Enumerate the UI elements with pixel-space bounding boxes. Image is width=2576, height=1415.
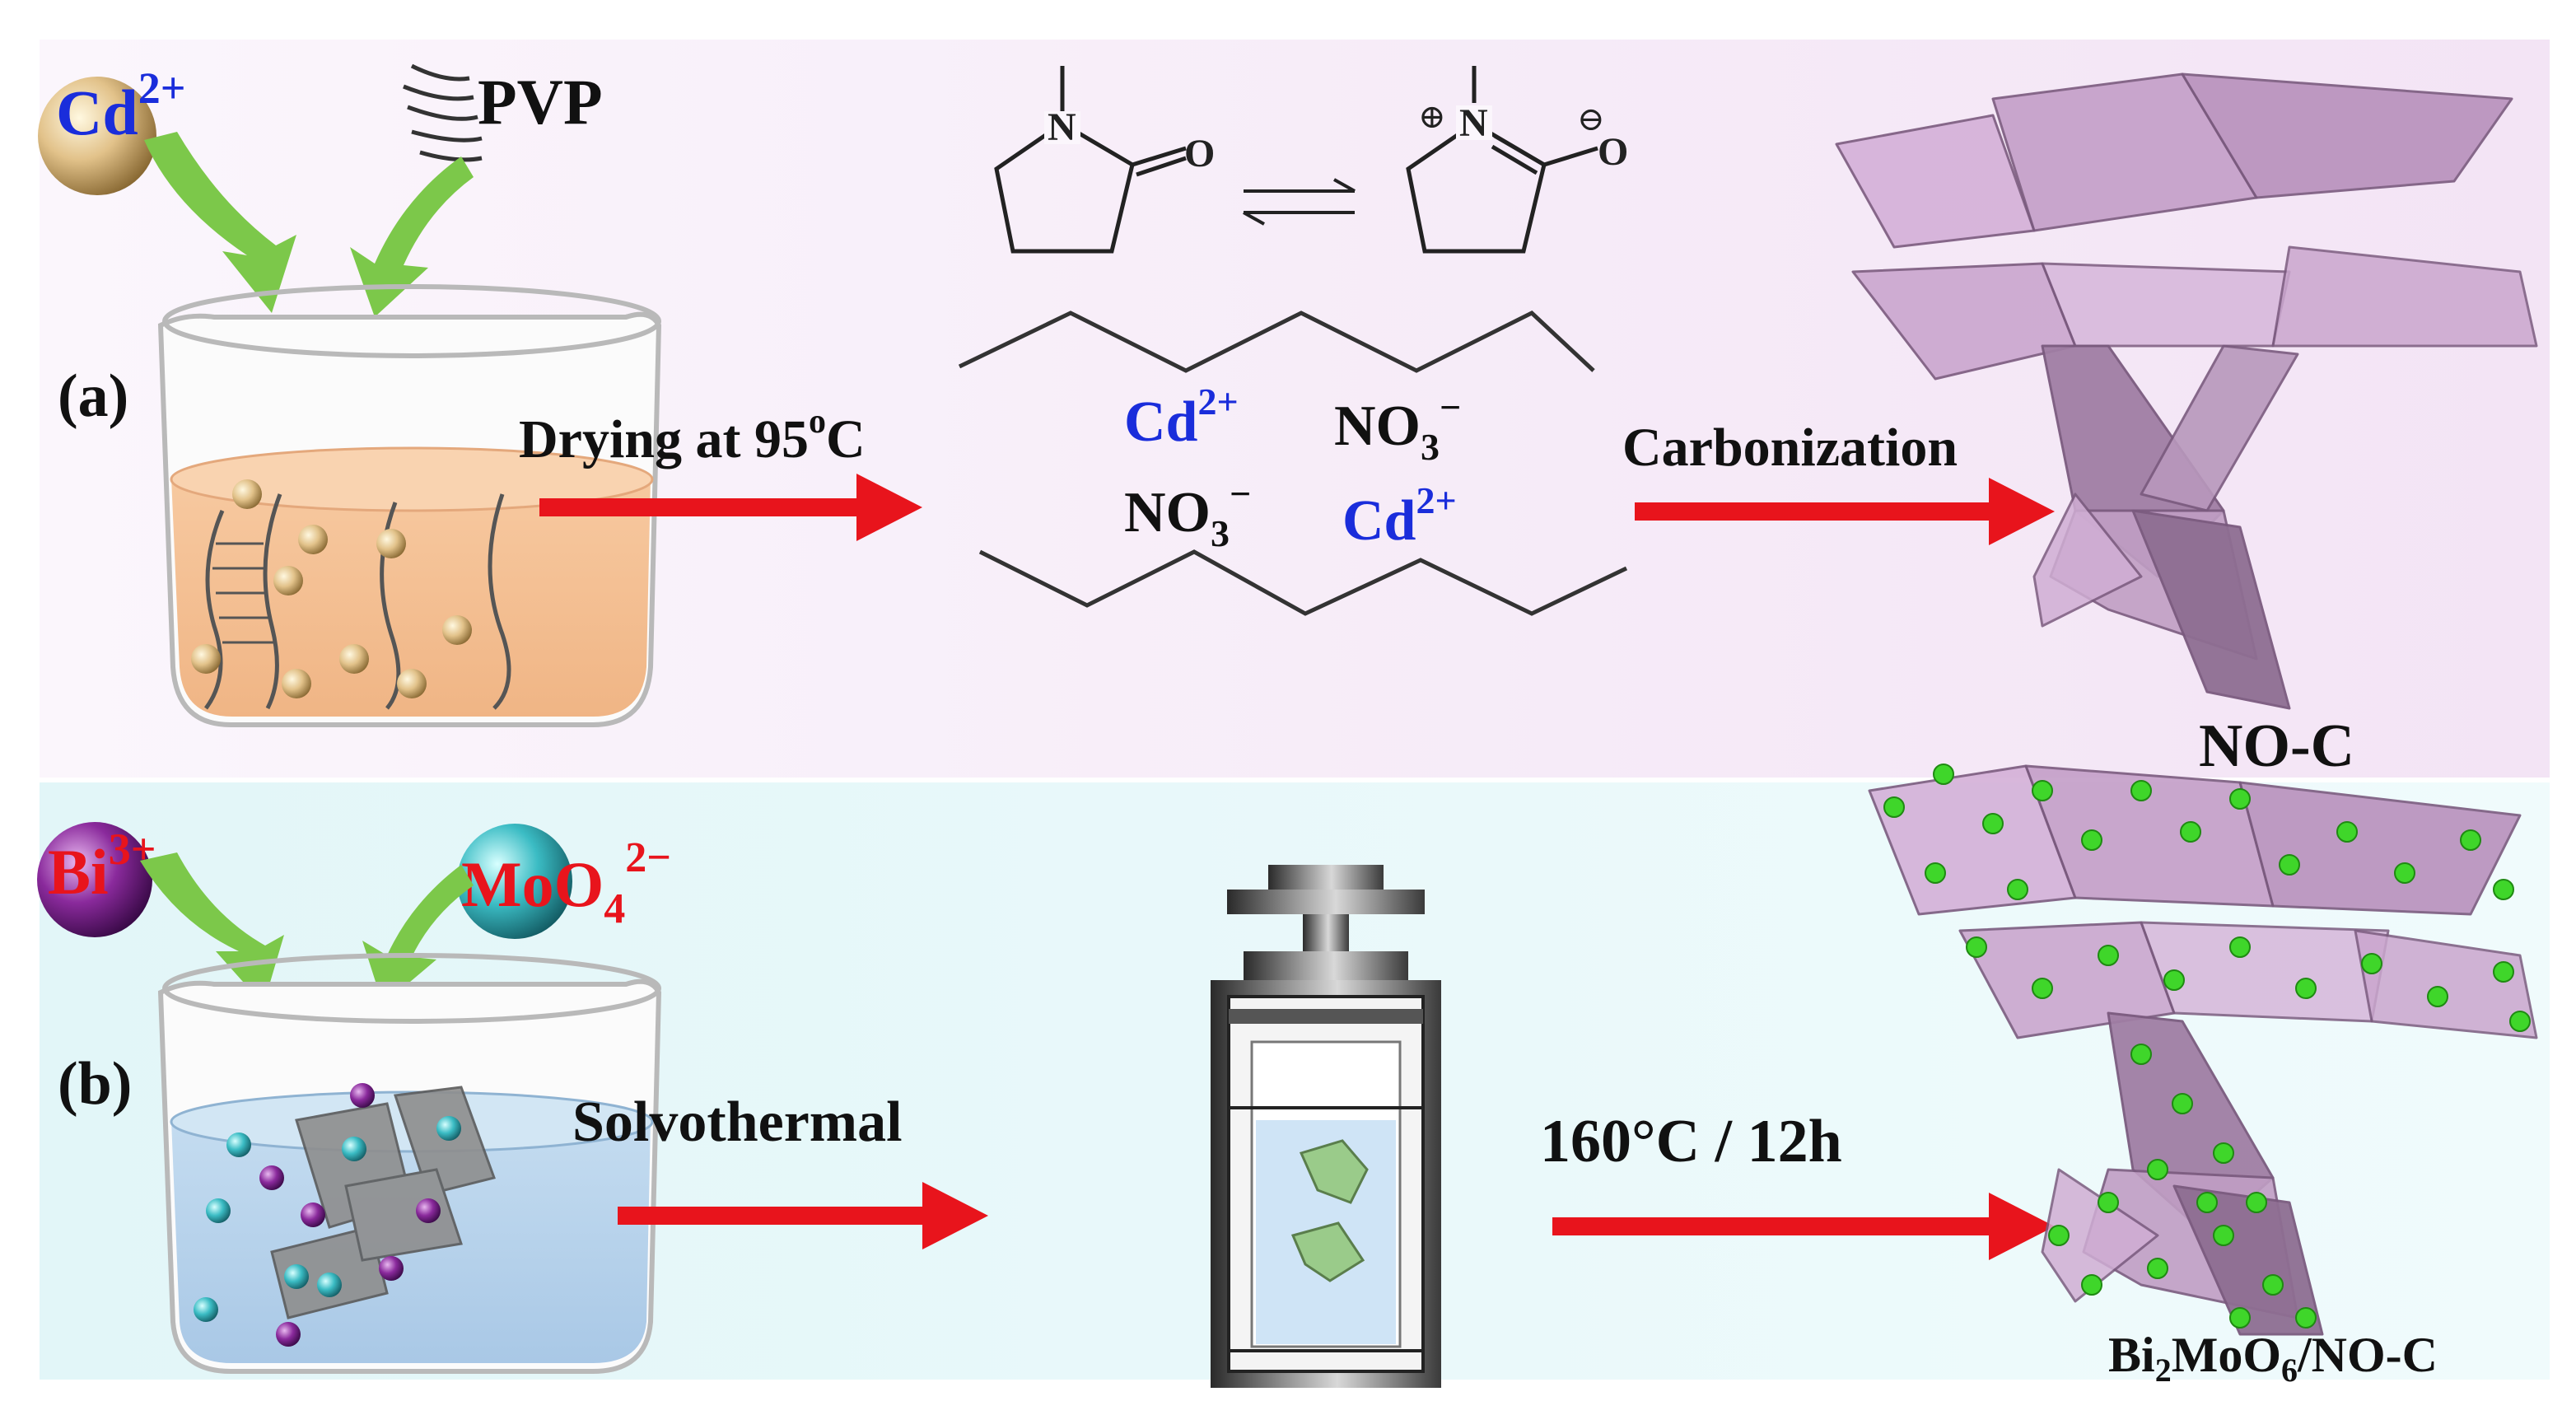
drying-arrow <box>539 474 922 541</box>
polymer-chain-bottom <box>978 549 1628 616</box>
nitrate-ion-2: NO3− <box>1124 473 1251 554</box>
equilibrium-arrows <box>1243 178 1356 226</box>
pvp-label: PVP <box>478 66 603 138</box>
molybdate-ion-label: MoO42− <box>461 834 671 932</box>
no-c-label: NO-C <box>2199 712 2354 780</box>
positive-charge-symbol: ⊕ <box>1418 98 1446 135</box>
molybdate-ion-ball <box>457 824 572 939</box>
panel-b-label: (b) <box>58 1050 132 1118</box>
bi-ion-ball <box>37 822 152 937</box>
n-atom-2: N <box>1459 101 1488 145</box>
n-atom-1: N <box>1048 105 1076 149</box>
solvothermal-label: Solvothermal <box>572 1090 903 1154</box>
negative-charge-symbol: ⊖ <box>1577 100 1605 138</box>
autoclave-reactor <box>1211 865 1441 1388</box>
cd-ion-ball <box>38 77 156 195</box>
beaker-a <box>157 284 662 727</box>
carbonization-label: Carbonization <box>1622 418 1958 478</box>
o-atom-1: O <box>1184 132 1215 175</box>
drying-label: Drying at 95oC <box>519 403 866 469</box>
cd-ion-label: Cd2+ <box>56 63 186 148</box>
polymer-chain-top <box>958 310 1595 373</box>
pyrrolidone-structure-zwitterion <box>1406 66 1598 254</box>
carbonization-arrow <box>1635 478 2055 545</box>
n-atom-bg-1 <box>1044 111 1080 144</box>
bi2moo6-particles <box>1883 764 2531 1329</box>
nitrate-ion-1: NO3− <box>1334 386 1461 468</box>
bi2moo6-no-c-label: Bi2MoO6/NO-C <box>2108 1328 2438 1389</box>
beaker-b <box>157 953 662 1374</box>
condition-label: 160°C / 12h <box>1540 1108 1842 1175</box>
no-c-carbon-sheets <box>1835 72 2538 710</box>
cd-ion-1: Cd2+ <box>1124 381 1239 454</box>
green-arrows-a <box>144 132 474 317</box>
o-atom-2: O <box>1598 130 1628 174</box>
pyrrolidone-structure-neutral <box>994 66 1187 254</box>
n-atom-bg-2 <box>1456 105 1492 140</box>
cd-ion-2: Cd2+ <box>1342 479 1457 553</box>
bi2moo6-no-c-composite <box>1868 764 2538 1336</box>
hydrothermal-arrow <box>1552 1193 2055 1260</box>
pvp-chains-icon <box>403 63 483 162</box>
green-arrows-b <box>140 852 474 1005</box>
panel-a-label: (a) <box>58 362 128 430</box>
solvothermal-arrow <box>618 1182 988 1249</box>
